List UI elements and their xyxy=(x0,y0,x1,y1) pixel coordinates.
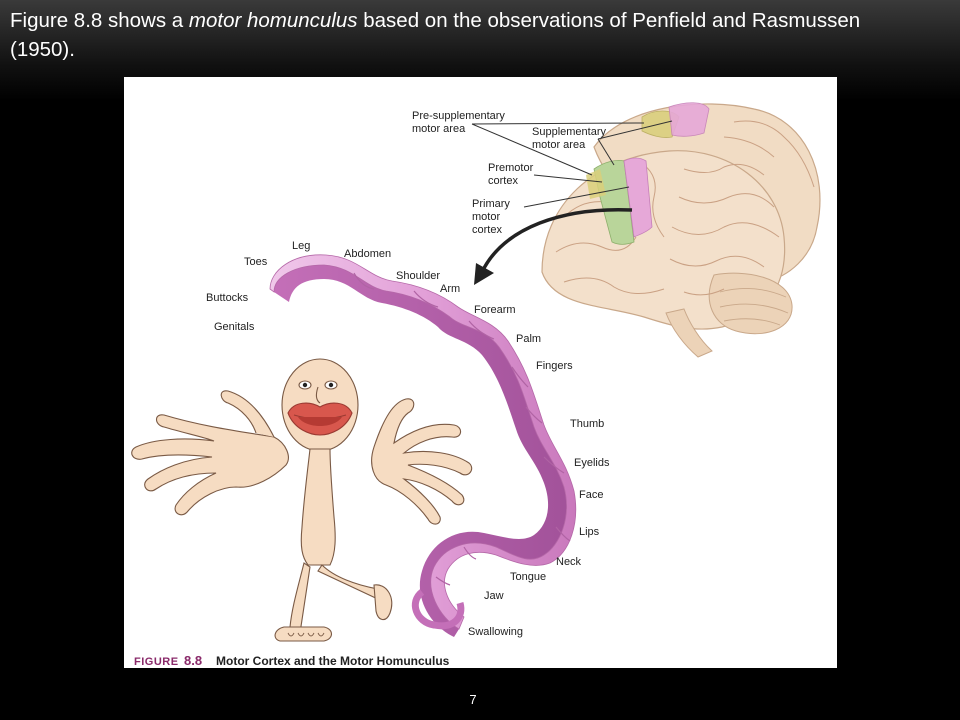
label-toes: Toes xyxy=(244,256,268,268)
label-abdomen: Abdomen xyxy=(344,248,391,260)
label-jaw: Jaw xyxy=(484,590,504,602)
title-text-suffix: based on the observations of Penfield an… xyxy=(10,9,861,61)
brain-leader-lines xyxy=(471,120,673,208)
brain-area-labels: Pre-supplementary motor area Supplementa… xyxy=(412,110,606,236)
slide-title: Figure 8.8 shows a motor homunculus base… xyxy=(10,6,910,64)
label-pre-supplementary-1: Pre-supplementary xyxy=(412,110,505,122)
label-face: Face xyxy=(579,489,603,501)
homunculus-right-hand xyxy=(371,398,473,525)
label-shoulder: Shoulder xyxy=(396,270,440,282)
homunculus-left-hand xyxy=(131,414,289,516)
label-neck: Neck xyxy=(556,556,582,568)
page-number: 7 xyxy=(469,692,477,707)
homunculus-left-leg xyxy=(289,562,311,636)
caption-figure-word: FIGURE xyxy=(134,656,179,668)
arrow-indicator xyxy=(474,207,633,285)
motor-homunculus-figure: Pre-supplementary motor area Supplementa… xyxy=(131,102,821,668)
label-primary-1: Primary xyxy=(472,198,510,210)
title-text-italic: motor homunculus xyxy=(188,9,358,32)
body-part-labels: Toes Leg Abdomen Buttocks Genitals Shoul… xyxy=(206,240,610,638)
supplementary-motor-area xyxy=(668,102,710,137)
caption-text: Motor Cortex and the Motor Homunculus xyxy=(216,654,450,668)
label-thumb: Thumb xyxy=(570,418,604,430)
premotor-cortex xyxy=(593,160,635,245)
label-premotor-2: cortex xyxy=(488,175,518,187)
label-buttocks: Buttocks xyxy=(206,292,249,304)
brain-illustration xyxy=(541,102,821,358)
primary-motor-cortex xyxy=(623,157,653,238)
label-tongue: Tongue xyxy=(510,571,546,583)
figure-panel: Pre-supplementary motor area Supplementa… xyxy=(124,77,837,668)
label-primary-2: motor xyxy=(472,211,500,223)
homunculus-right-foot xyxy=(373,584,393,621)
homunculus-torso xyxy=(300,448,336,566)
label-supplementary-2: motor area xyxy=(532,139,586,151)
homunculus-figure xyxy=(131,358,473,642)
label-arm: Arm xyxy=(440,283,460,295)
cerebellum xyxy=(708,272,793,335)
label-lips: Lips xyxy=(579,526,600,538)
label-premotor-1: Premotor xyxy=(488,162,534,174)
label-palm: Palm xyxy=(516,333,541,345)
caption-figure-number: 8.8 xyxy=(184,653,202,668)
label-fingers: Fingers xyxy=(536,360,573,372)
label-swallowing: Swallowing xyxy=(468,626,523,638)
label-primary-3: cortex xyxy=(472,224,502,236)
label-pre-supplementary-2: motor area xyxy=(412,123,466,135)
title-text-prefix: Figure 8.8 shows a xyxy=(10,9,189,32)
label-forearm: Forearm xyxy=(474,304,516,316)
motor-cortex-strip xyxy=(269,254,577,637)
label-eyelids: Eyelids xyxy=(574,457,610,469)
homunculus-head xyxy=(281,358,359,452)
figure-caption: FIGURE 8.8 Motor Cortex and the Motor Ho… xyxy=(134,653,450,668)
label-leg: Leg xyxy=(292,240,310,252)
brainstem xyxy=(665,308,713,358)
label-supplementary-1: Supplementary xyxy=(532,126,606,138)
label-genitals: Genitals xyxy=(214,321,255,333)
